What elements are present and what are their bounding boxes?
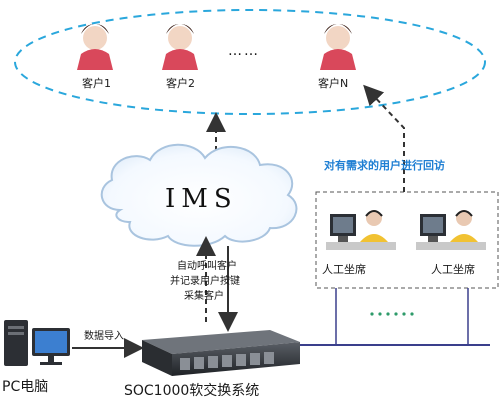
- auto-call-note-line3: 采集客户: [184, 291, 224, 302]
- auto-call-note-line2: 并记录用户按键: [170, 276, 240, 287]
- customers-ellipsis: ……: [228, 43, 260, 59]
- pc-label: PC电脑: [2, 379, 49, 395]
- agent-1-label: 人工坐席: [322, 263, 366, 276]
- customer-2-label: 客户2: [166, 77, 195, 90]
- customer-1-label: 客户1: [82, 77, 111, 90]
- agents-box: [315, 191, 499, 289]
- callback-arrow: [363, 84, 405, 192]
- server-label: SOC1000软交换系统: [124, 383, 260, 399]
- agent-1-icon: [326, 210, 396, 250]
- pc-icon: [4, 320, 70, 366]
- ims-cloud: [100, 143, 298, 247]
- agent-2-icon: [416, 210, 486, 250]
- data-import-label: 数据导入: [84, 331, 124, 342]
- customer-n-label: 客户N: [318, 77, 349, 90]
- server-icon: [142, 330, 300, 376]
- agents-more-dots: [370, 312, 414, 316]
- callback-note: 对有需求的用户进行回访: [324, 159, 445, 172]
- agent-2-label: 人工坐席: [431, 263, 475, 276]
- customers-ellipse: [14, 9, 486, 115]
- customer-2-icon: [162, 24, 198, 70]
- ims-label: IMS: [165, 184, 238, 214]
- customer-1-icon: [77, 24, 113, 70]
- customer-n-icon: [320, 24, 356, 70]
- auto-call-note-line1: 自动呼叫客户: [177, 261, 237, 272]
